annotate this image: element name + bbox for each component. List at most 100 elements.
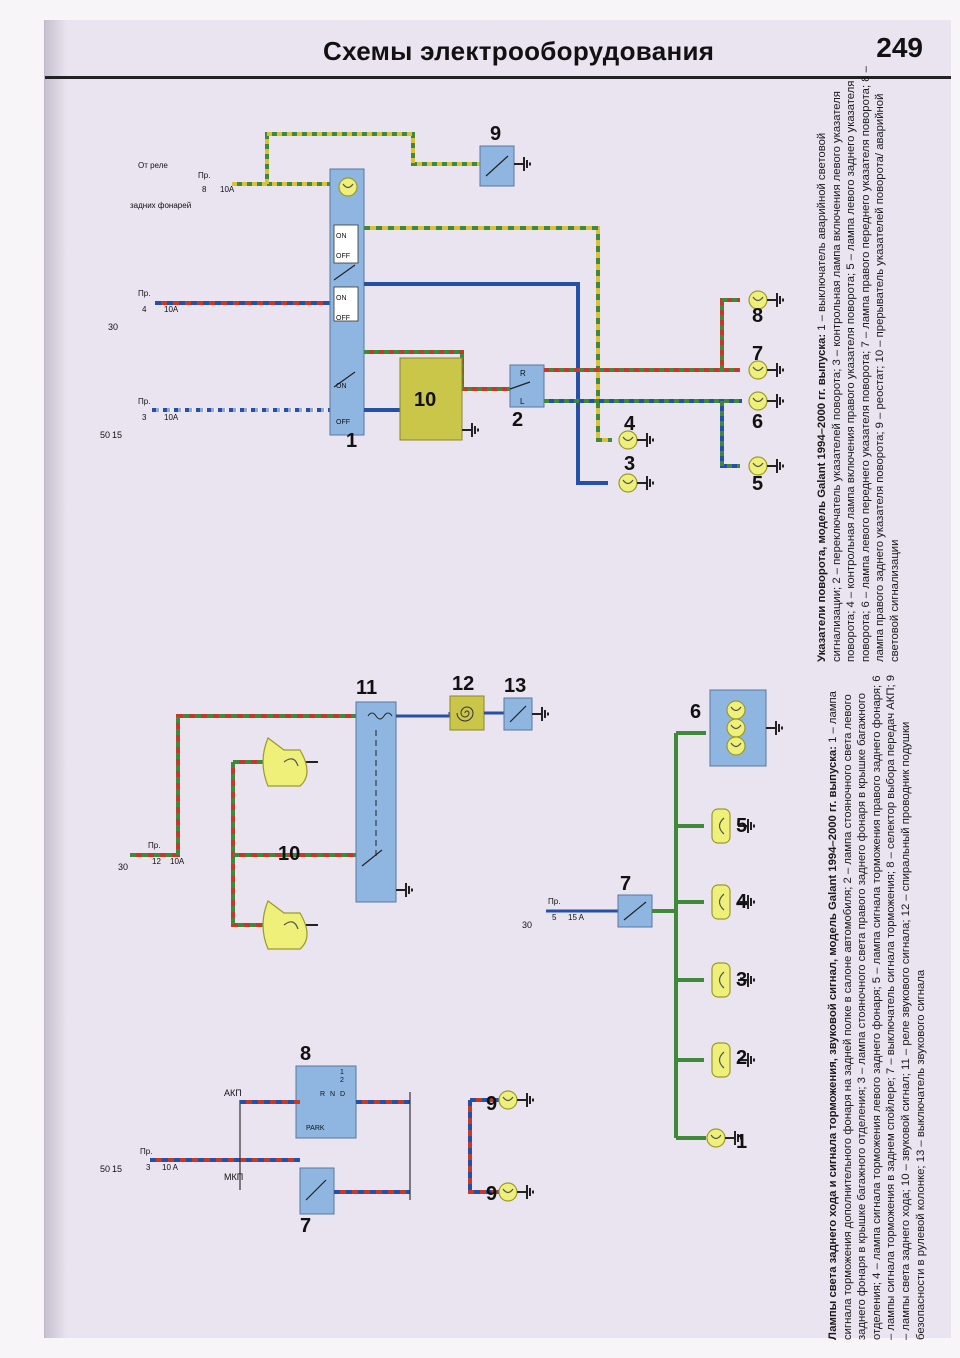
label-turn-3: 3 [624, 453, 635, 475]
label-turn-2: 2 [512, 409, 523, 431]
selector-1: 1 [340, 1069, 344, 1076]
label-brake-7: 7 [620, 873, 631, 895]
label-brake-5: 5 [736, 815, 747, 837]
brake-fuse5-num: 5 [552, 913, 557, 922]
fuse3-pr: Пр. [138, 397, 150, 406]
book-page: Схемы электрооборудования 249 [44, 20, 951, 1338]
label-brake-8: 8 [300, 1043, 311, 1065]
brake-lamp-3 [711, 962, 731, 998]
page-title: Схемы электрооборудования [323, 36, 715, 66]
relay-note-1: От реле [138, 161, 168, 170]
supply-50-label: 50 [100, 430, 110, 440]
label-brake-9a: 9 [486, 1093, 497, 1115]
label-brake-11: 11 [356, 677, 377, 699]
brake-supply-50: 50 [100, 1164, 110, 1174]
brake-caption-title: Лампы света заднего хода и сигнала тормо… [827, 746, 839, 1340]
switch-contact-box-2 [333, 286, 359, 322]
brake-fuse3-num: 3 [146, 1163, 151, 1172]
turn-caption-body: 1 – выключатель аварийной световой сигна… [816, 66, 901, 662]
switch-contact-box-1 [333, 224, 359, 264]
supply-30-label: 30 [108, 322, 118, 332]
brake-fuse12-rating: 10A [170, 857, 185, 866]
brake-lamp-2 [711, 1042, 731, 1078]
brake-supply-30b: 30 [522, 920, 532, 930]
brake-lamp-4 [711, 884, 731, 920]
label-turn-9: 9 [490, 123, 501, 145]
mkp-label: МКП [224, 1172, 243, 1182]
label-brake-9b: 9 [486, 1183, 497, 1205]
turn-caption-title: Указатели поворота, модель Galant 1994–2… [816, 333, 828, 662]
turn-lamp-6 [748, 391, 784, 411]
label-brake-10: 10 [278, 843, 300, 865]
selector-r: R [320, 1091, 325, 1098]
selector-d: D [340, 1091, 345, 1098]
wire-horn-feed [130, 714, 356, 857]
relay-note-2: задних фонарей [130, 201, 191, 210]
label-turn-10: 10 [414, 389, 436, 411]
brake-caption-body: 1 – лампа сигнала торможения дополнитель… [827, 674, 927, 1340]
page-spine-shadow [45, 20, 67, 1338]
label-turn-6: 6 [752, 411, 763, 433]
turn-switch-r: R [520, 369, 526, 378]
gear-selector [295, 1065, 357, 1139]
brake-supply-15: 15 [112, 1164, 122, 1174]
fuse3-rating: 10A [164, 413, 179, 422]
clock-spring [449, 695, 485, 731]
switch-off-2: OFF [336, 315, 350, 322]
brake-horn-caption: Лампы света заднего хода и сигнала тормо… [826, 670, 928, 1340]
hazard-switch-lamp [338, 177, 358, 197]
brake-fuse12-num: 12 [152, 857, 161, 866]
fuse8-rating: 10A [220, 185, 235, 194]
selector-park: PARK [306, 1125, 325, 1132]
selector-2: 2 [340, 1077, 344, 1084]
fuse4-num: 4 [142, 305, 147, 314]
label-turn-4: 4 [624, 413, 636, 435]
turn-signal-caption: Указатели поворота, модель Galant 1994–2… [815, 62, 903, 662]
reverse-lamp-left [498, 1090, 534, 1110]
brake-supply-30a: 30 [118, 862, 128, 872]
flasher-relay [399, 357, 463, 441]
brake-horn-diagram: 1 2 3 4 5 6 7 8 9 9 10 11 12 13 7 50 15 … [100, 673, 783, 1237]
brake-fuse3-pr: Пр. [140, 1147, 152, 1156]
label-brake-4: 4 [736, 891, 748, 913]
fuse8-pr: Пр. [198, 171, 210, 180]
label-brake-3: 3 [736, 969, 747, 991]
label-brake-13: 13 [504, 675, 526, 697]
brake-fuse5-pr: Пр. [548, 897, 560, 906]
wire-reverse-lamps [468, 1100, 504, 1194]
turn-switch-l: L [520, 397, 525, 406]
brake-fuse3-rating: 10 A [162, 1163, 179, 1172]
reverse-switch [299, 1167, 335, 1215]
switch-off-3: OFF [336, 253, 350, 260]
reverse-lamp-right [498, 1182, 534, 1202]
wire-switch-to-lamp3 [364, 282, 608, 485]
turn-switch [509, 364, 545, 408]
wire-rheostat-loop [265, 132, 480, 184]
label-brake-1: 1 [736, 1131, 747, 1153]
switch-on-3: ON [336, 233, 347, 240]
horn-upper [262, 737, 308, 787]
page-number: 249 [876, 32, 923, 63]
akp-label: АКП [224, 1088, 242, 1098]
supply-15-label: 15 [112, 430, 122, 440]
switch-on-1: ON [336, 383, 347, 390]
turn-signal-diagram: 1 2 3 4 5 6 7 8 9 10 50 15 30 Пр. 3 10A … [100, 123, 784, 495]
fuse8-num: 8 [202, 185, 207, 194]
fuse3-num: 3 [142, 413, 147, 422]
label-brake-6: 6 [690, 701, 701, 723]
brake-lamp-5 [711, 808, 731, 844]
label-brake-7-mkp: 7 [300, 1215, 311, 1237]
fuse4-rating: 10A [164, 305, 179, 314]
brake-fuse12-pr: Пр. [148, 841, 160, 850]
label-turn-8: 8 [752, 305, 763, 327]
selector-n: N [330, 1091, 335, 1098]
fuse4-pr: Пр. [138, 289, 150, 298]
switch-on-2: ON [336, 295, 347, 302]
indicator-lamp-3 [618, 473, 654, 493]
label-turn-1: 1 [346, 430, 357, 452]
horn-lower [262, 900, 308, 950]
switch-off-1: OFF [336, 419, 350, 426]
label-brake-2: 2 [736, 1047, 747, 1069]
brake-fuse5-rating: 15 A [568, 913, 585, 922]
